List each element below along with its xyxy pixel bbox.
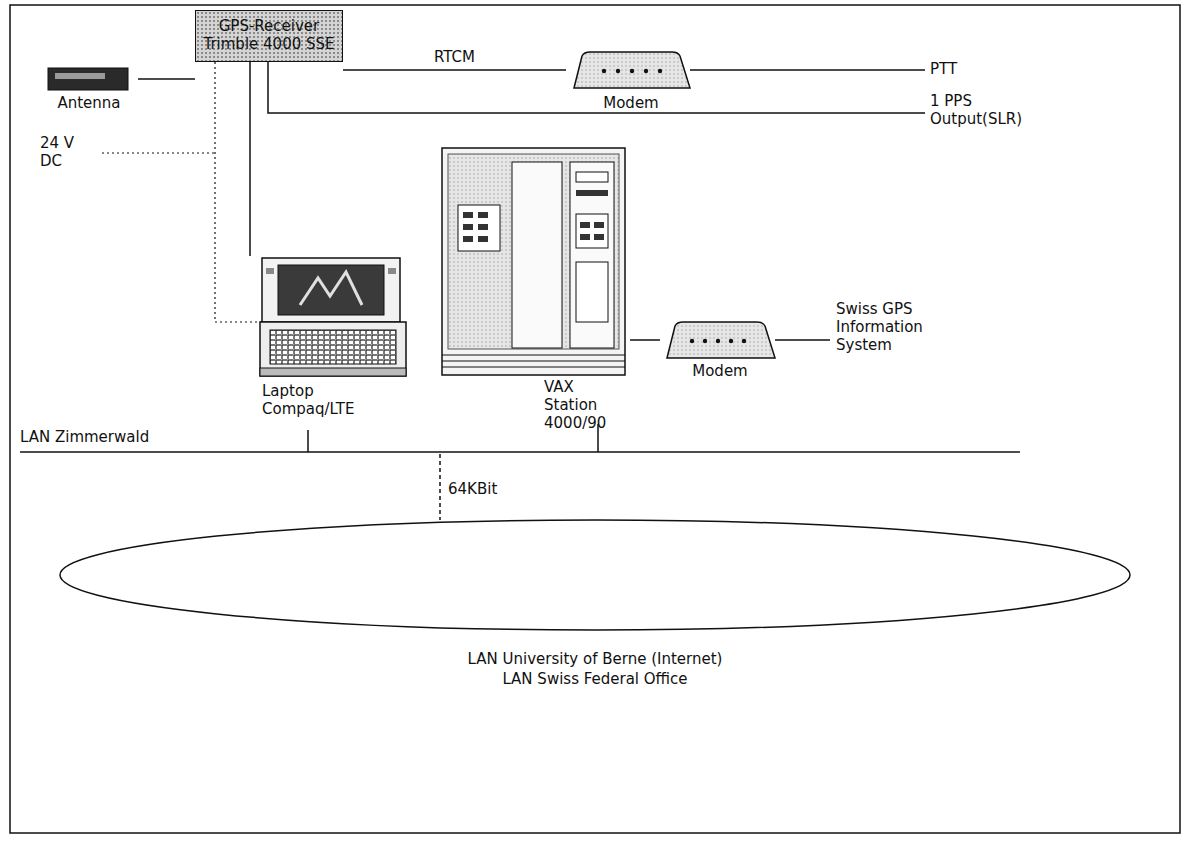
network-box: LAN University of Berne (Internet) LAN Sw… [60,520,1130,693]
modem-symbol [574,52,690,88]
link-speed: 64KBit [448,480,538,498]
system-name: Swiss GPS Information System [836,300,956,354]
node-text: LAN University of Berne (Internet) [60,650,1130,668]
node-text: Modem [660,362,780,380]
node-text: Laptop Compaq/LTE [262,382,372,418]
workstation-box: VAX Station 4000/90 [440,146,630,437]
node-text: GPS-Receiver Trimble 4000 SSE [196,17,342,53]
signal-name: PTT [930,60,1010,78]
modem-symbol [667,322,775,358]
laptop-illustration [260,258,406,376]
frame [10,5,1180,833]
network-name: LAN Zimmerwald [20,428,220,446]
wire [268,62,925,113]
connector [249,62,251,256]
wire [775,339,830,341]
wan-link [439,454,441,520]
antenna-symbol [48,68,128,90]
lan-bus [20,451,1020,453]
power-label: 24 V DC [40,134,90,170]
connector [630,339,660,341]
signal-name: 1 PPS Output(SLR) [930,92,1040,128]
wire [690,69,925,71]
signal-name: RTCM [431,48,478,66]
power-line [102,62,262,322]
laptop-box: Laptop Compaq/LTE [240,256,410,423]
workstation-illustration [442,148,625,375]
bus-drop [307,430,309,452]
antenna-box: Antenna [40,66,138,117]
node-text: VAX Station 4000/90 [544,378,630,432]
connector [343,69,566,71]
modem-box: Modem [660,318,780,385]
connector [138,78,195,80]
node-text: Modem [566,94,696,112]
receiver-box: GPS-Receiver Trimble 4000 SSE [195,10,343,62]
network-ellipse [60,520,1130,630]
node-text: LAN Swiss Federal Office [60,670,1130,688]
node-text: Antenna [40,94,138,112]
modem-box: Modem [566,48,696,117]
